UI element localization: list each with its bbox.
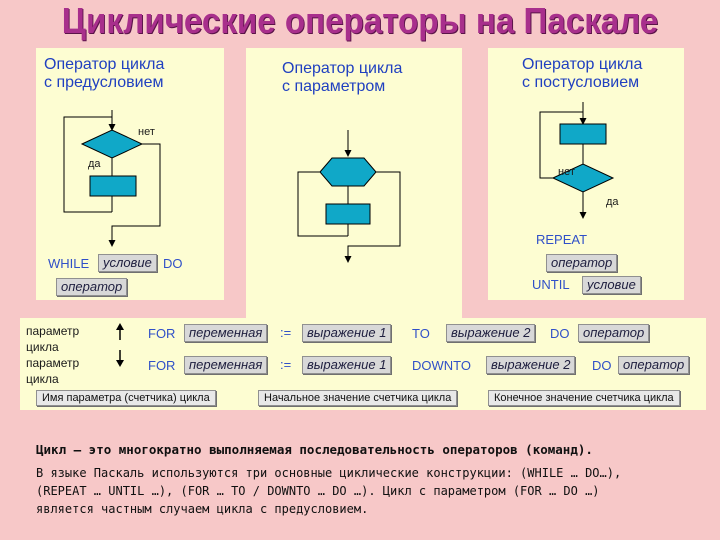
arrow-up-icon bbox=[116, 323, 124, 340]
kw-downto: DOWNTO bbox=[412, 358, 471, 373]
page-title: Циклические операторы на Паскале bbox=[61, 0, 659, 41]
postcondition-caption-line1: Оператор цикла bbox=[522, 56, 643, 73]
for-expr2-box-2: выражение 2 bbox=[486, 356, 576, 374]
parameter-caption-line2: с параметром bbox=[282, 78, 386, 95]
parameter-caption-line1: Оператор цикла bbox=[282, 60, 403, 77]
postcondition-decision bbox=[551, 163, 615, 193]
text-line-3: (REPEAT … UNTIL …), (FOR … TO / DOWNTO …… bbox=[36, 484, 600, 498]
repeat-operator-box: оператор bbox=[546, 254, 618, 272]
for-operator-box-2: оператор bbox=[618, 356, 690, 374]
for-expr1-box-2: выражение 1 bbox=[302, 356, 392, 374]
for-expr2-box-1: выражение 2 bbox=[446, 324, 536, 342]
postcondition-caption-line2: с постусловием bbox=[522, 74, 640, 91]
parameter-flowchart bbox=[297, 130, 401, 263]
postcondition-body bbox=[559, 123, 607, 145]
precondition-caption-line1: Оператор цикла bbox=[44, 56, 165, 73]
for-operator-box-1: оператор bbox=[578, 324, 650, 342]
postcondition-label-no: нет bbox=[558, 166, 575, 178]
text-line-4: является частным случаем цикла с предусл… bbox=[36, 502, 369, 516]
precondition-flowchart bbox=[63, 110, 161, 247]
arrow-down-icon bbox=[116, 350, 124, 367]
kw-for-1: FOR bbox=[148, 326, 176, 341]
assign-1: := bbox=[280, 325, 292, 340]
while-operator-box: оператор bbox=[56, 278, 128, 296]
postcondition-flowchart bbox=[539, 102, 615, 219]
postcondition-label-yes: да bbox=[606, 196, 619, 208]
until-condition-box: условие bbox=[582, 276, 641, 294]
note-param-name: Имя параметра (счетчика) цикла bbox=[36, 390, 216, 406]
kw-for-2: FOR bbox=[148, 358, 176, 373]
kw-do-2: DO bbox=[592, 358, 612, 373]
precondition-caption-line2: с предусловием bbox=[44, 74, 164, 91]
assign-2: := bbox=[280, 357, 292, 372]
text-line-2: В языке Паскаль используются три основны… bbox=[36, 466, 622, 480]
precondition-label-no: нет bbox=[138, 126, 155, 138]
note-end-value: Конечное значение счетчика цикла bbox=[488, 390, 680, 406]
param-label-row1a: параметр bbox=[26, 324, 80, 338]
note-start-value: Начальное значение счетчика цикла bbox=[258, 390, 458, 406]
precondition-body bbox=[89, 175, 137, 197]
for-expr1-box-1: выражение 1 bbox=[302, 324, 392, 342]
kw-repeat: REPEAT bbox=[536, 232, 588, 247]
precondition-label-yes: да bbox=[88, 158, 101, 170]
kw-until: UNTIL bbox=[532, 277, 570, 292]
text-line-1: Цикл – это многократно выполняемая после… bbox=[36, 442, 593, 457]
for-variable-box-2: переменная bbox=[184, 356, 268, 374]
precondition-decision bbox=[80, 129, 144, 159]
param-label-row2a: параметр bbox=[26, 356, 80, 370]
kw-do-while: DO bbox=[163, 256, 183, 271]
param-label-row2b: цикла bbox=[26, 372, 59, 386]
parameter-hexagon bbox=[319, 157, 377, 187]
for-variable-box-1: переменная bbox=[184, 324, 268, 342]
kw-while: WHILE bbox=[48, 256, 90, 271]
parameter-body bbox=[325, 203, 371, 225]
while-condition-box: условие bbox=[98, 254, 157, 272]
kw-to: TO bbox=[412, 326, 430, 341]
kw-do-1: DO bbox=[550, 326, 570, 341]
direction-arrows bbox=[116, 323, 124, 367]
param-label-row1b: цикла bbox=[26, 340, 59, 354]
